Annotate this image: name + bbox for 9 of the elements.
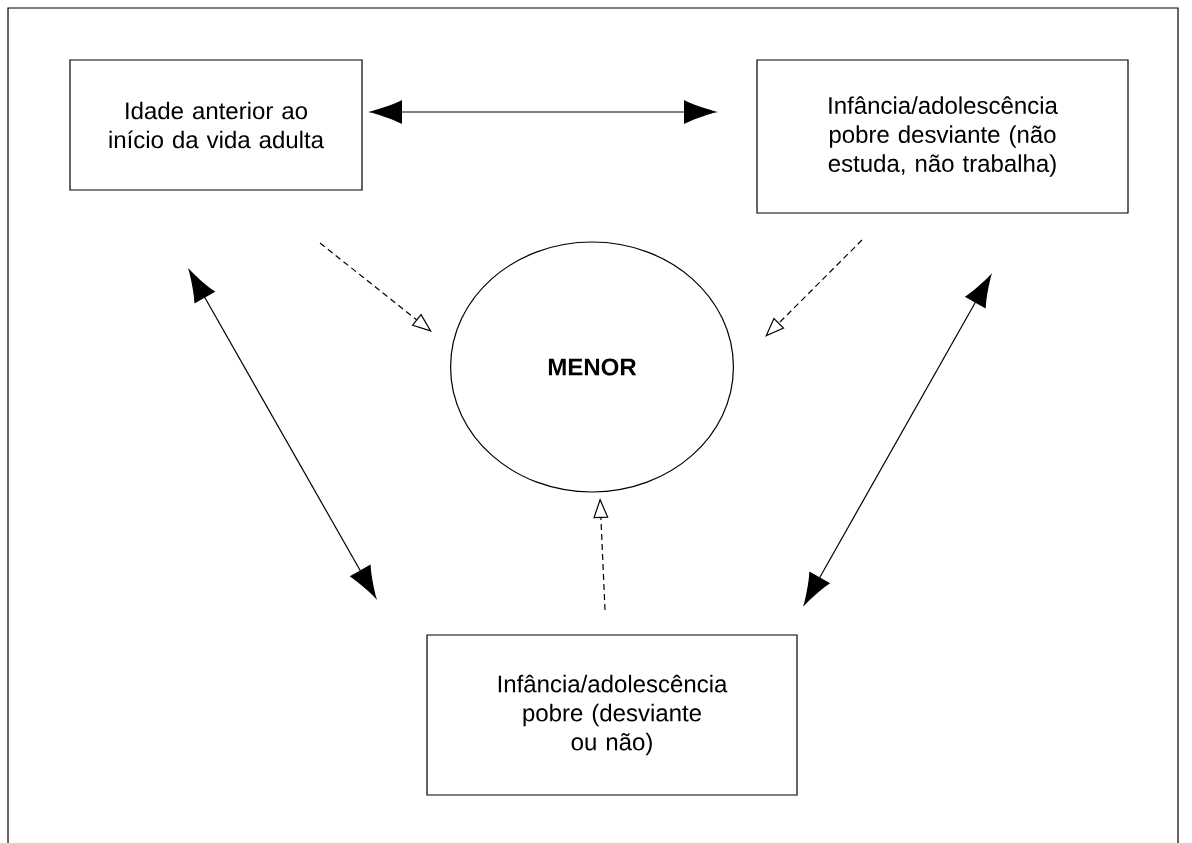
text-box: Infância/adolescência pobre desviante (não estuda, não trabalha) bbox=[756, 59, 1129, 214]
text-box: Infância/adolescência pobre (desviante ou não) bbox=[426, 634, 798, 796]
arrow bbox=[370, 100, 716, 124]
arrow bbox=[765, 239, 863, 337]
text-box: Idade anterior ao início da vida adulta bbox=[69, 59, 363, 191]
ellipse-node: MENOR bbox=[449, 241, 735, 493]
arrow bbox=[188, 269, 377, 599]
arrow bbox=[803, 274, 992, 606]
arrow bbox=[319, 242, 432, 332]
